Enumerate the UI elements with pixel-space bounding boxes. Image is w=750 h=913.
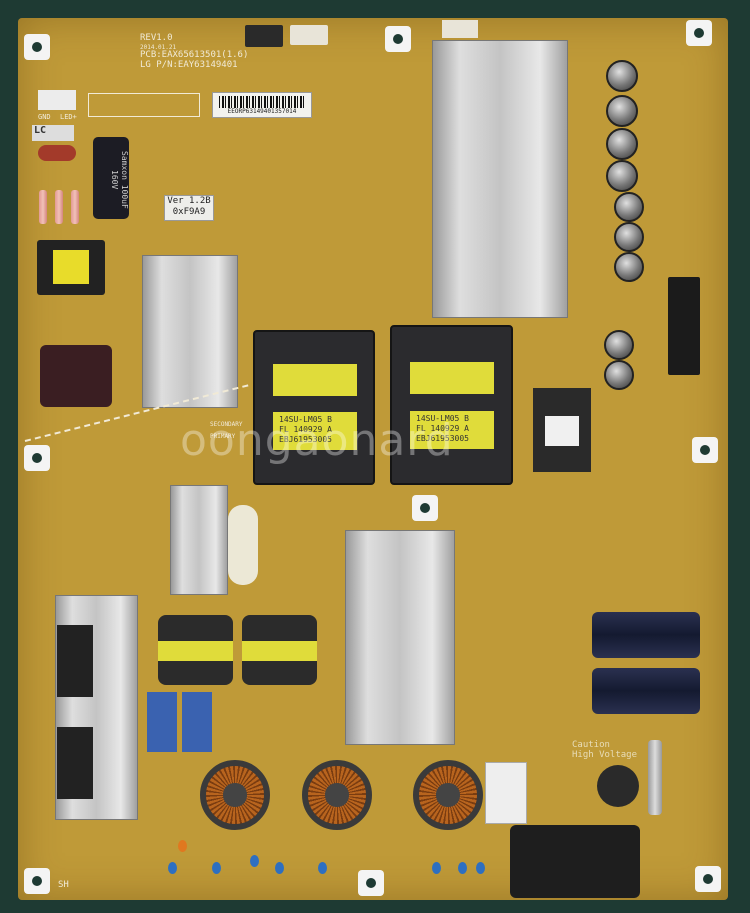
mounting-hole bbox=[24, 868, 50, 894]
capacitor bbox=[604, 330, 634, 360]
sh-label: SH bbox=[58, 880, 69, 890]
mounting-hole bbox=[695, 866, 721, 892]
thermistor bbox=[597, 765, 639, 807]
choke bbox=[242, 615, 317, 685]
caution-label: Caution bbox=[572, 740, 610, 750]
y-capacitor bbox=[178, 840, 187, 852]
capacitor bbox=[606, 160, 638, 192]
capacitor bbox=[614, 252, 644, 282]
connector bbox=[442, 20, 478, 38]
y-capacitor bbox=[318, 862, 327, 874]
y-capacitor bbox=[458, 862, 467, 874]
firmware-version: Ver 1.2B bbox=[167, 196, 211, 206]
terminal bbox=[38, 90, 76, 110]
date-text: 2014.01.21 bbox=[140, 44, 177, 51]
barcode-label: EEORP63149401357014 bbox=[212, 92, 312, 118]
led-label: LED+ bbox=[60, 113, 77, 121]
capacitor bbox=[614, 222, 644, 252]
part-number-text: LG P/N:EAY63149401 bbox=[140, 60, 238, 70]
capacitor bbox=[606, 95, 638, 127]
capacitor bbox=[606, 60, 638, 92]
mounting-hole bbox=[385, 26, 411, 52]
standby-transformer bbox=[533, 388, 591, 472]
bulk-capacitor bbox=[592, 668, 700, 714]
mounting-hole bbox=[692, 437, 718, 463]
transformer bbox=[37, 240, 105, 295]
mounting-hole bbox=[686, 20, 712, 46]
rev-text: REV1.0 bbox=[140, 33, 173, 43]
barcode bbox=[219, 96, 305, 108]
heatsink bbox=[345, 530, 455, 745]
capacitor-voltage: 160V bbox=[110, 170, 119, 190]
barcode-text: EEORP63149401357014 bbox=[227, 108, 297, 115]
inductor bbox=[228, 505, 258, 585]
transistor bbox=[57, 727, 93, 799]
capacitor bbox=[614, 192, 644, 222]
resistor bbox=[55, 190, 63, 224]
fuse bbox=[648, 740, 662, 815]
lc-marking: LC bbox=[32, 125, 74, 141]
toroid-inductor bbox=[200, 760, 270, 830]
mounting-hole bbox=[412, 495, 438, 521]
secondary-label: SECONDARY bbox=[210, 421, 243, 428]
mounting-hole bbox=[24, 34, 50, 60]
connector bbox=[290, 25, 328, 45]
relay bbox=[485, 762, 527, 824]
heatsink bbox=[432, 40, 568, 318]
capacitor bbox=[606, 128, 638, 160]
transistor bbox=[57, 625, 93, 697]
resistor bbox=[71, 190, 79, 224]
x-capacitor bbox=[182, 692, 212, 752]
y-capacitor bbox=[168, 862, 177, 874]
y-capacitor bbox=[212, 862, 221, 874]
heatsink bbox=[142, 255, 238, 408]
electrolytic-capacitor-pair bbox=[40, 345, 112, 407]
ac-inlet-connector bbox=[510, 825, 640, 898]
mounting-hole bbox=[358, 870, 384, 896]
y-capacitor bbox=[432, 862, 441, 874]
output-connector bbox=[668, 277, 700, 375]
mounting-hole bbox=[24, 445, 50, 471]
capacitor-brand: Samxon bbox=[120, 151, 129, 180]
high-voltage-label: High Voltage bbox=[572, 750, 638, 760]
pcb-text: PCB:EAX65613501(1.6) bbox=[140, 50, 249, 60]
toroid-inductor bbox=[413, 760, 483, 830]
y-capacitor bbox=[476, 862, 485, 874]
toroid-inductor bbox=[302, 760, 372, 830]
resistor bbox=[39, 190, 47, 224]
bulk-capacitor bbox=[592, 612, 700, 658]
electrolytic-capacitor: Samxon 100uF 160V bbox=[93, 137, 129, 219]
choke bbox=[158, 615, 233, 685]
output-table bbox=[88, 93, 200, 117]
primary-label: PRIMARY bbox=[210, 433, 236, 440]
y-capacitor bbox=[275, 862, 284, 874]
gnd-label: GND bbox=[38, 113, 51, 121]
capacitor-value: 100uF bbox=[120, 184, 129, 209]
x-capacitor bbox=[147, 692, 177, 752]
connector bbox=[245, 25, 283, 47]
watermark: oongaonard bbox=[180, 415, 454, 466]
heatsink bbox=[170, 485, 228, 595]
capacitor bbox=[38, 145, 76, 161]
firmware-checksum: 0xF9A9 bbox=[172, 207, 206, 217]
y-capacitor bbox=[250, 855, 259, 867]
capacitor bbox=[604, 360, 634, 390]
